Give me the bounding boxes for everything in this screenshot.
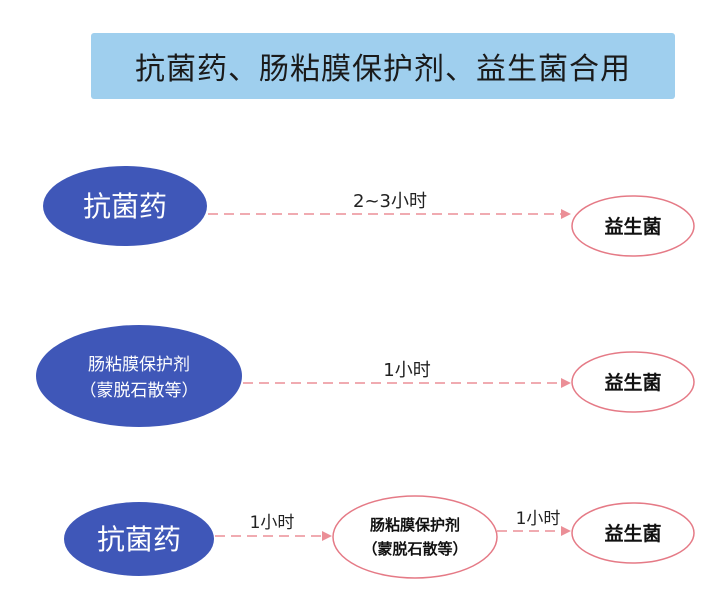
protectant-outline-label-line-2: （蒙脱石散等）: [362, 540, 467, 558]
mucosal-protectant-outline-node: [332, 495, 498, 579]
protectant-outline-label-line-1: 肠粘膜保护剂: [370, 516, 460, 534]
antibiotic-node-1-label: 抗菌药: [83, 190, 167, 223]
row-1: 抗菌药 2~3小时 益生菌: [43, 166, 695, 257]
row-3: 抗菌药 1小时 肠粘膜保护剂 （蒙脱石散等） 1小时 益生菌: [64, 495, 695, 579]
probiotic-node-2-label: 益生菌: [604, 371, 661, 394]
probiotic-node-3: [571, 502, 695, 564]
mucosal-protectant-label-line-2: （蒙脱石散等）: [80, 381, 199, 401]
mucosal-protectant-label-line-1: 肠粘膜保护剂: [88, 355, 190, 375]
probiotic-node-1: [571, 195, 695, 257]
antibiotic-node-3: [64, 502, 214, 576]
probiotic-node-3-label: 益生菌: [604, 522, 661, 545]
mucosal-protectant-node: [36, 325, 242, 427]
probiotic-node-1-label: 益生菌: [604, 215, 661, 238]
title-banner: 抗菌药、肠粘膜保护剂、益生菌合用: [91, 33, 675, 99]
interval-label-1: 2~3小时: [353, 191, 427, 212]
interval-label-3b: 1小时: [516, 509, 561, 529]
diagram-title: 抗菌药、肠粘膜保护剂、益生菌合用: [135, 52, 631, 87]
antibiotic-node-1: [43, 166, 207, 246]
interval-label-3a: 1小时: [250, 513, 295, 533]
antibiotic-node-3-label: 抗菌药: [97, 523, 181, 556]
probiotic-node-2: [571, 351, 695, 413]
row-2: 肠粘膜保护剂 （蒙脱石散等） 1小时 益生菌: [36, 325, 695, 427]
interval-label-2: 1小时: [383, 360, 430, 381]
